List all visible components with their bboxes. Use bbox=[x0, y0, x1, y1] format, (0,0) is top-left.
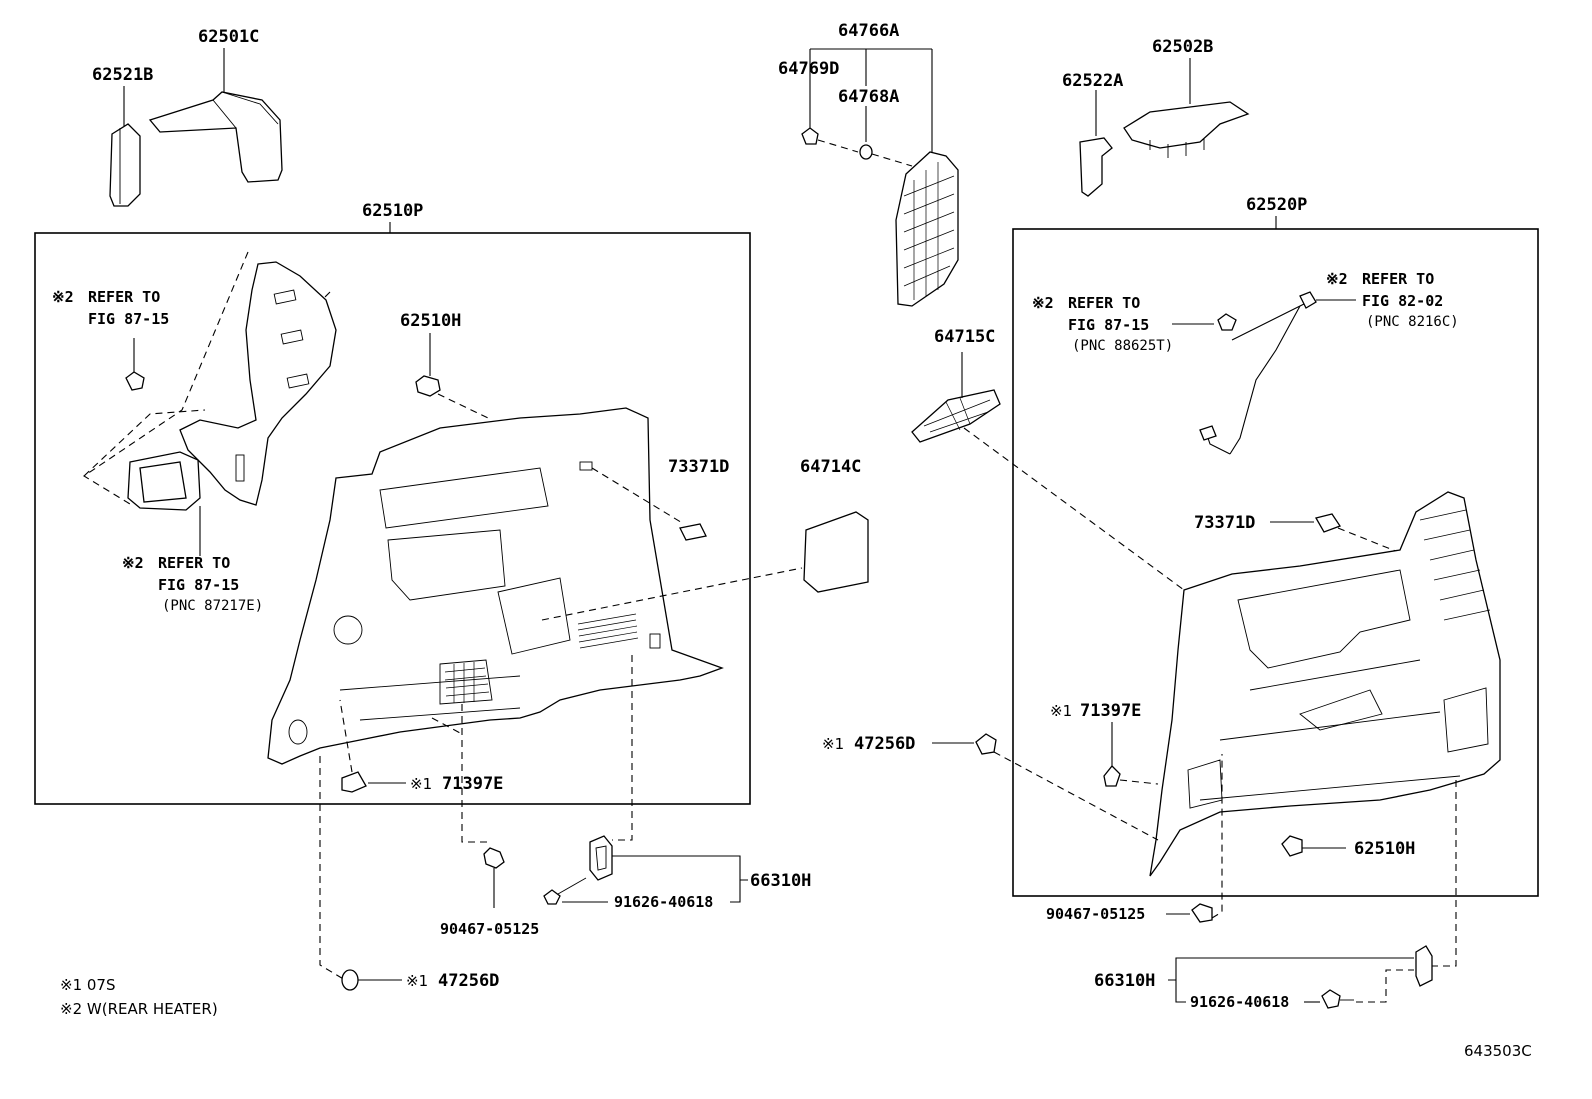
label-62510H-left: 62510H bbox=[400, 311, 461, 331]
label-90467-left: 90467-05125 bbox=[440, 920, 539, 938]
part-90467-right-drawing bbox=[1191, 903, 1213, 923]
ref-right-b-line1: REFER TO bbox=[1362, 270, 1434, 288]
label-64768A: 64768A bbox=[838, 87, 899, 107]
part-62520P-panel-drawing bbox=[1149, 491, 1501, 877]
part-62510H-left-drawing bbox=[415, 375, 441, 397]
label-66310H-right: 66310H bbox=[1094, 971, 1155, 991]
part-harness-drawing bbox=[1199, 291, 1317, 455]
leader-left-upper-trim bbox=[82, 251, 331, 505]
part-64766A-panel-drawing bbox=[895, 151, 959, 307]
leader-64766A bbox=[810, 48, 933, 160]
part-90467-left-drawing bbox=[483, 847, 505, 908]
ref-right-a-line1: REFER TO bbox=[1068, 294, 1140, 312]
part-64715C-drawing bbox=[911, 389, 1001, 443]
part-71397E-left-drawing bbox=[341, 771, 367, 793]
part-62510H-right-drawing bbox=[1281, 835, 1303, 857]
part-47256D-right-drawing bbox=[975, 733, 997, 755]
label-47256D-left: 47256D bbox=[438, 971, 499, 991]
part-left-upper-trim-drawing bbox=[127, 261, 337, 511]
part-64769D-drawing bbox=[801, 127, 819, 145]
label-47256D-right: 47256D bbox=[854, 734, 915, 754]
ref-left-bottom-line2: FIG 87-15 bbox=[158, 576, 239, 594]
mark-71397E-left: ※1 bbox=[410, 775, 432, 793]
label-73371D-right: 73371D bbox=[1194, 513, 1255, 533]
label-62522A: 62522A bbox=[1062, 71, 1123, 91]
ref-left-bottom-mark: ※2 bbox=[122, 554, 144, 572]
ref-left-bottom-pnc: (PNC 87217E) bbox=[162, 598, 263, 614]
label-62510H-right: 62510H bbox=[1354, 839, 1415, 859]
label-64766A: 64766A bbox=[838, 21, 899, 41]
ref-left-bottom-line1: REFER TO bbox=[158, 554, 230, 572]
label-73371D-left: 73371D bbox=[668, 457, 729, 477]
leader-64714C bbox=[541, 567, 803, 621]
part-62521B-drawing bbox=[109, 123, 141, 207]
part-62501C-drawing bbox=[148, 91, 283, 183]
ref-right-a-mark: ※2 bbox=[1032, 294, 1054, 312]
drawing-code: 643503C bbox=[1464, 1042, 1532, 1060]
part-73371D-right-drawing bbox=[1315, 513, 1341, 533]
label-62501C: 62501C bbox=[198, 27, 259, 47]
ref-right-b-pnc: (PNC 8216C) bbox=[1366, 314, 1459, 330]
label-62520P: 62520P bbox=[1246, 195, 1307, 215]
ref-right-a-pnc: (PNC 88625T) bbox=[1072, 338, 1173, 354]
label-91626-left: 91626-40618 bbox=[614, 893, 713, 911]
mark-47256D-left: ※1 bbox=[406, 972, 428, 990]
ref-right-b-line2: FIG 82-02 bbox=[1362, 292, 1443, 310]
note-2: ※2 W(REAR HEATER) bbox=[60, 1000, 218, 1018]
label-66310H-left: 66310H bbox=[750, 871, 811, 891]
part-62510P-panel-drawing bbox=[267, 407, 724, 765]
label-64715C: 64715C bbox=[934, 327, 995, 347]
part-91626-left-drawing bbox=[543, 877, 587, 905]
label-62521B: 62521B bbox=[92, 65, 153, 85]
label-64714C: 64714C bbox=[800, 457, 861, 477]
label-71397E-left: 71397E bbox=[442, 774, 503, 794]
part-64714C-drawing bbox=[803, 511, 869, 593]
ref-left-top-mark: ※2 bbox=[52, 288, 74, 306]
group-frame-left bbox=[34, 232, 751, 805]
part-91626-right-drawing bbox=[1321, 989, 1354, 1009]
mark-71397E-right: ※1 bbox=[1050, 702, 1072, 720]
label-91626-right: 91626-40618 bbox=[1190, 993, 1289, 1011]
part-ref-left-top-clip bbox=[125, 338, 145, 391]
ref-right-a-line2: FIG 87-15 bbox=[1068, 316, 1149, 334]
mark-47256D-right: ※1 bbox=[822, 735, 844, 753]
part-66310H-right-drawing bbox=[1415, 945, 1433, 987]
label-62510P: 62510P bbox=[362, 201, 423, 221]
part-73371D-left-drawing bbox=[679, 523, 707, 541]
part-62522A-drawing bbox=[1079, 137, 1113, 197]
label-90467-right: 90467-05125 bbox=[1046, 905, 1145, 923]
label-71397E-right: 71397E bbox=[1080, 701, 1141, 721]
note-1: ※1 07S bbox=[60, 976, 116, 994]
part-64768A-drawing bbox=[859, 144, 873, 160]
part-62502B-drawing bbox=[1123, 101, 1250, 158]
ref-right-b-mark: ※2 bbox=[1326, 270, 1348, 288]
part-66310H-left-drawing bbox=[589, 835, 613, 881]
part-47256D-left-drawing bbox=[341, 969, 359, 991]
label-64769D: 64769D bbox=[778, 59, 839, 79]
ref-left-top-line2: FIG 87-15 bbox=[88, 310, 169, 328]
part-71397E-right-drawing bbox=[1103, 765, 1121, 787]
ref-left-top-line1: REFER TO bbox=[88, 288, 160, 306]
label-62502B: 62502B bbox=[1152, 37, 1213, 57]
